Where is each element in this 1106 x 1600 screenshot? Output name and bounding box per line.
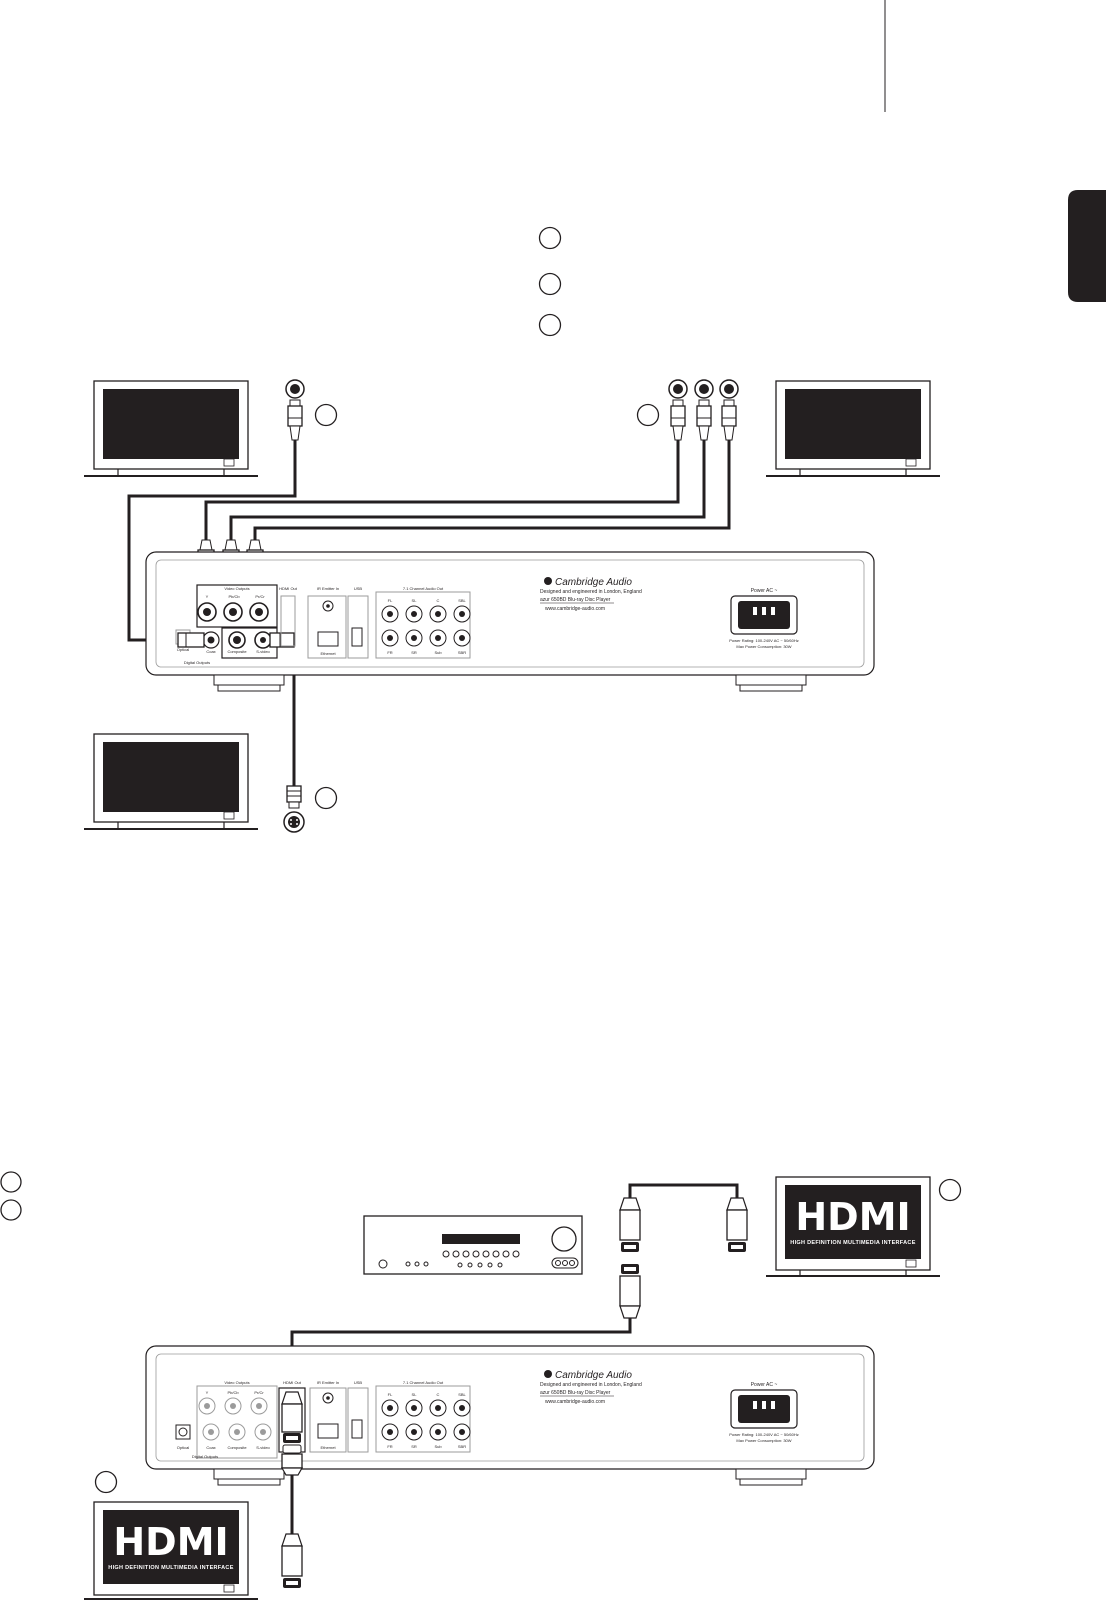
hdmi-logo-subtitle: HIGH DEFINITION MULTIMEDIA INTERFACE (108, 1565, 233, 1571)
website: www.cambridge-audio.com (545, 606, 605, 612)
tv-screen (785, 389, 921, 459)
channel-label: SL (412, 598, 418, 603)
ir-label: IR Emitter In (317, 1380, 339, 1385)
channel-label: SBL (458, 1392, 466, 1397)
power-rating: Power Rating: 100-240V AC ~ 50/60Hz (729, 1432, 799, 1437)
hdmi-logo-subtitle: HIGH DEFINITION MULTIMEDIA INTERFACE (790, 1240, 915, 1246)
legend (538, 226, 562, 337)
channel-label: SBR (458, 1444, 466, 1449)
pbcb-label: Pb/Cb (228, 594, 240, 599)
channel-label: FR (387, 1444, 392, 1449)
tv-hdmi-right: HDMI HIGH DEFINITION MULTIMEDIA INTERFAC… (766, 1176, 940, 1277)
analog-jacks (381, 605, 471, 647)
model-name: azur 650BD Blu-ray Disc Player (540, 1390, 611, 1396)
tv-screen (103, 389, 239, 459)
prcr-label: Pr/Cr (255, 594, 265, 599)
optical-label: Optical (177, 1445, 190, 1450)
channel-label: SBL (458, 598, 466, 603)
digital-outputs-label: Digital Outputs (192, 1454, 218, 1459)
power-rating: Power Rating: 100-240V AC ~ 50/60Hz (729, 638, 799, 643)
brand-logo-icon (544, 577, 552, 585)
channel-label: Sub (434, 650, 442, 655)
brand-tagline: Designed and engineered in London, Engla… (540, 1382, 642, 1388)
channel-label: C (437, 598, 440, 603)
model-name: azur 650BD Blu-ray Disc Player (540, 597, 611, 603)
ir-label: IR Emitter In (317, 586, 339, 591)
av-receiver (363, 1215, 583, 1275)
analog-out-label: 7.1 Channel Audio Out (403, 1380, 444, 1385)
video-outputs-label: Video Outputs (224, 586, 249, 591)
legend-marker-3 (538, 313, 562, 337)
tv-svideo (84, 733, 258, 830)
hdmi-plug-tv-left (281, 1533, 303, 1588)
power-label: Power AC ~ (751, 588, 778, 594)
brand-tagline: Designed and engineered in London, Engla… (540, 589, 642, 595)
step-marker (314, 786, 338, 810)
channel-label: SL (412, 1392, 418, 1397)
channel-label: SBR (458, 650, 466, 655)
channel-label: Sub (434, 1444, 442, 1449)
hdmi-out-label: HDMI Out (283, 1380, 302, 1385)
optical-label: Optical (177, 647, 190, 652)
composite-label: Composite (227, 649, 247, 654)
coax-label: Coax (206, 1445, 215, 1450)
y-label: Y (206, 1390, 209, 1395)
step-marker (94, 1470, 118, 1494)
prcr-label: Pr/Cr (254, 1390, 264, 1395)
ethernet-label: Ethernet (320, 1445, 336, 1450)
player-rear-panel-bottom: Video Outputs Y Pb/Cb Pr/Cr Optical Coax… (145, 1345, 875, 1486)
channel-label: C (437, 1392, 440, 1397)
step-marker (636, 403, 660, 427)
step-marker (0, 1171, 22, 1193)
power-consumption: Max Power Consumption: 30W (736, 1438, 791, 1443)
hdmi-logo-text: HDMI (795, 1195, 910, 1239)
channel-label: FR (387, 650, 392, 655)
digital-outputs-label: Digital Outputs (184, 660, 210, 665)
ethernet-label: Ethernet (320, 651, 336, 656)
tv-component (766, 380, 940, 477)
hdmi-logo-text: HDMI (113, 1520, 228, 1564)
channel-label: SR (411, 1444, 417, 1449)
hdmi-plugs-player (280, 1391, 304, 1476)
pbcb-label: Pb/Cb (227, 1390, 239, 1395)
power-consumption: Max Power Consumption: 30W (736, 644, 791, 649)
channel-label: FL (388, 598, 393, 603)
svideo-tv-connector (283, 785, 305, 833)
svideo-label: S-video (256, 1445, 270, 1450)
tv-screen (103, 742, 239, 812)
step-marker (0, 1199, 22, 1221)
brand-name: Cambridge Audio (555, 577, 632, 588)
player-rear-panel-top: Video Outputs Y Pb/Cb Pr/Cr Optical Coax… (145, 551, 875, 692)
legend-marker-2 (538, 272, 562, 296)
brand-name: Cambridge Audio (555, 1370, 632, 1381)
composite-label: Composite (227, 1445, 247, 1450)
tv-hdmi-left: HDMI HIGH DEFINITION MULTIMEDIA INTERFAC… (84, 1501, 258, 1600)
language-tab (1068, 190, 1106, 302)
coax-label: Coax (206, 649, 215, 654)
analog-jacks (381, 1399, 471, 1441)
channel-label: SR (411, 650, 417, 655)
hdmi-plugs-receiver (619, 1197, 748, 1319)
y-label: Y (206, 594, 209, 599)
video-outputs-label: Video Outputs (224, 1380, 249, 1385)
cables-top (127, 440, 731, 796)
svideo-label: S-video (256, 649, 270, 654)
brand-logo-icon (544, 1370, 552, 1378)
component-tv-connectors (668, 379, 739, 441)
website: www.cambridge-audio.com (545, 1399, 605, 1405)
analog-out-label: 7.1 Channel Audio Out (403, 586, 444, 591)
tv-composite (84, 380, 258, 477)
legend-marker-1 (538, 226, 562, 250)
step-marker (938, 1178, 962, 1202)
channel-label: FL (388, 1392, 393, 1397)
hdmi-out-label: HDMI Out (279, 586, 298, 591)
usb-label: USB (354, 586, 363, 591)
power-label: Power AC ~ (751, 1382, 778, 1388)
composite-tv-connector (285, 379, 305, 441)
step-marker (314, 403, 338, 427)
usb-label: USB (354, 1380, 363, 1385)
